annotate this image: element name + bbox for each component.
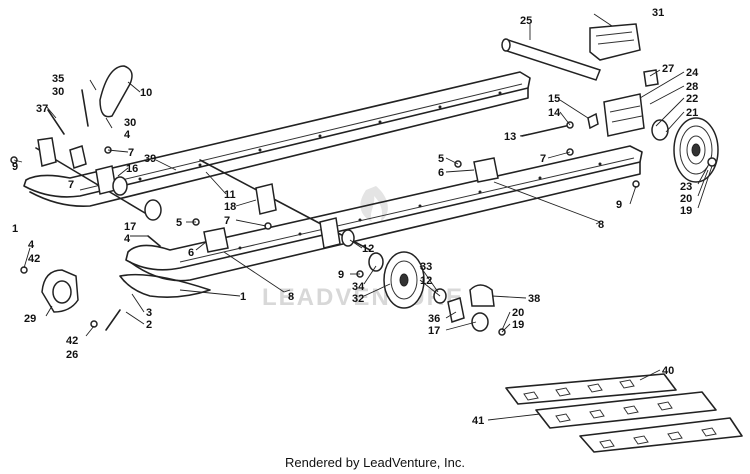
callout-8-b: 8 — [598, 219, 604, 231]
callout-33: 33 — [420, 261, 432, 273]
watermark-text: LEADVENTURE — [262, 284, 464, 311]
leader-lines — [13, 13, 713, 421]
callout-4-b: 4 — [124, 233, 131, 245]
callout-30: 30 — [52, 86, 64, 98]
callout-25: 25 — [520, 15, 532, 27]
callout-7-d: 7 — [540, 153, 546, 165]
callout-36: 36 — [428, 313, 440, 325]
callout-7: 7 — [128, 147, 134, 159]
callout-31: 31 — [652, 7, 664, 19]
callout-26: 26 — [66, 349, 78, 361]
callout-17-b: 17 — [428, 325, 440, 337]
callout-7-c: 7 — [224, 215, 230, 227]
callout-15: 15 — [548, 93, 560, 105]
suspension-lever — [99, 65, 133, 118]
callout-20: 20 — [680, 193, 692, 205]
callout-9: 9 — [12, 161, 18, 173]
callout-38: 38 — [528, 293, 540, 305]
callout-16: 16 — [126, 163, 138, 175]
callout-2: 2 — [146, 319, 152, 331]
callout-8: 8 — [288, 291, 294, 303]
callout-9-c: 9 — [338, 269, 344, 281]
center-cross-shaft — [199, 159, 371, 251]
callout-5-b: 5 — [438, 153, 444, 165]
upper-slide-rail — [23, 71, 531, 208]
mid-idler-wheel — [368, 251, 447, 309]
callout-28: 28 — [686, 81, 698, 93]
callout-9-b: 9 — [616, 199, 622, 211]
callout-labels: 35 30 37 10 30 4 9 7 16 39 7 11 18 1 7 5… — [12, 7, 699, 427]
callout-10: 10 — [140, 87, 152, 99]
render-credit: Rendered by LeadVenture, Inc. — [285, 455, 465, 470]
flame-logo-icon — [360, 186, 388, 222]
callout-14: 14 — [548, 107, 561, 119]
callout-42-b: 42 — [66, 335, 78, 347]
callout-24: 24 — [686, 67, 699, 79]
callout-35: 35 — [52, 73, 64, 85]
callout-13: 13 — [504, 131, 516, 143]
callout-22: 22 — [686, 93, 698, 105]
callout-6: 6 — [188, 247, 194, 259]
axle-clamp — [447, 284, 506, 336]
callout-12-b: 12 — [420, 275, 432, 287]
callout-6-b: 6 — [438, 167, 444, 179]
front-wheel-block — [41, 269, 79, 313]
rear-axle-block — [603, 69, 669, 141]
callout-4-c: 4 — [28, 239, 35, 251]
callout-11: 11 — [224, 189, 236, 201]
callout-5: 5 — [176, 217, 182, 229]
callout-4: 4 — [124, 129, 131, 141]
callout-39: 39 — [144, 153, 156, 165]
callout-19: 19 — [680, 205, 692, 217]
callout-27: 27 — [662, 63, 674, 75]
callout-1-b: 1 — [240, 291, 246, 303]
callout-21: 21 — [686, 107, 698, 119]
watermark: LEADVENTURE — [262, 186, 464, 311]
front-runner — [119, 273, 211, 298]
spring-block-front — [203, 227, 229, 253]
spring-block-rear — [473, 157, 499, 183]
upper-front-axle — [35, 137, 162, 221]
callout-41: 41 — [472, 415, 484, 427]
callout-42: 42 — [28, 253, 40, 265]
callout-23: 23 — [680, 181, 692, 193]
callout-3: 3 — [146, 307, 152, 319]
rear-cross-shaft — [501, 38, 601, 81]
callout-30-b: 30 — [124, 117, 136, 129]
callout-32: 32 — [352, 293, 364, 305]
rear-idler-wheel — [673, 117, 719, 183]
lower-slide-rail — [125, 145, 643, 282]
callout-17: 17 — [124, 221, 136, 233]
callout-18: 18 — [224, 201, 236, 213]
callout-12: 12 — [362, 243, 374, 255]
callout-29: 29 — [24, 313, 36, 325]
callout-1: 1 — [12, 223, 18, 235]
callout-40: 40 — [662, 365, 674, 377]
callout-7-b: 7 — [68, 179, 74, 191]
callout-20-b: 20 — [512, 307, 524, 319]
rear-bracket — [589, 23, 641, 61]
callout-37: 37 — [36, 103, 48, 115]
callout-19-b: 19 — [512, 319, 524, 331]
callout-34: 34 — [352, 281, 365, 293]
track-section — [505, 373, 743, 453]
